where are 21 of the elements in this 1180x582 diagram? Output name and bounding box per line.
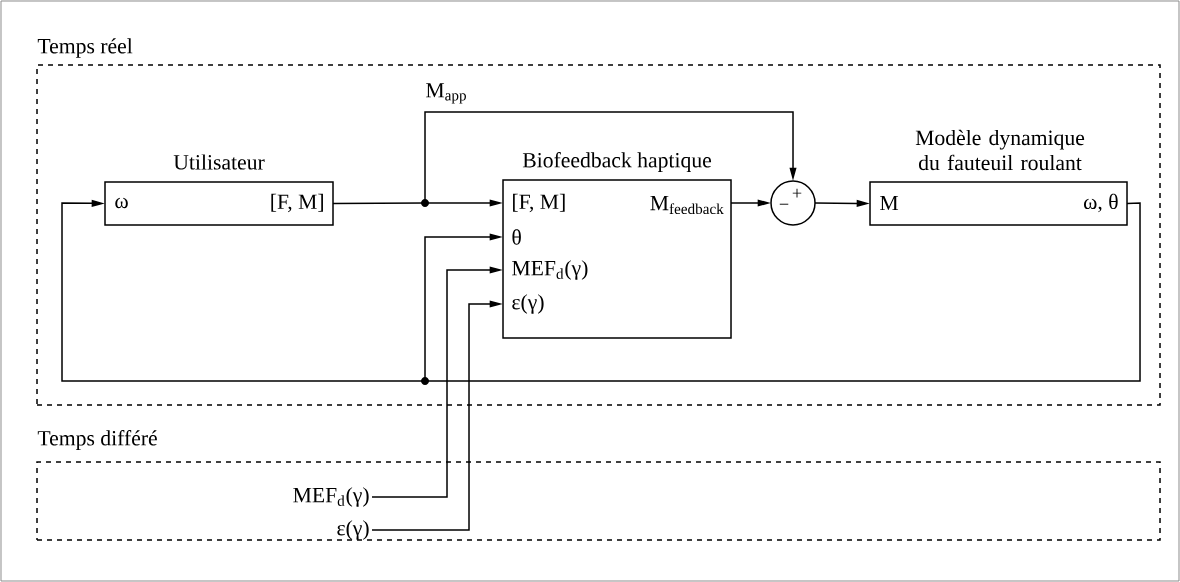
block-box: M ω, θ [869, 181, 1128, 226]
node-label: [F, M] [513, 193, 565, 213]
node-label: MEF$_{d}$(γ) [512, 260, 588, 280]
block-title: Biofeedback haptique [522, 152, 712, 172]
node-label: [F, M] [271, 193, 323, 213]
block-box: [F, M] M$_{feedback}$ θ MEF$_{d}$(γ) ε(γ) [502, 179, 732, 339]
node-label: M$_{feedback}$ [650, 195, 724, 215]
edge-label: M$_{app}$ [426, 83, 466, 104]
node-label: M [880, 195, 899, 211]
region-title: Temps réel [37, 38, 133, 58]
region-title: Temps différé [37, 430, 157, 450]
node-label: ω, θ [1083, 193, 1118, 213]
node-label: ω [115, 197, 128, 209]
block-title: Modèle dynamique du fauteuil roulant [915, 129, 1085, 171]
signal-label: ε(γ) [337, 520, 369, 540]
block-box: ω [F, M] [104, 181, 334, 226]
signal-label: MEF$_{d}$(γ) [293, 487, 369, 507]
summing-junction: + − [770, 180, 816, 226]
node-label: ε(γ) [512, 294, 544, 314]
block-title: Utilisateur [173, 154, 265, 170]
node-label: θ [512, 229, 521, 245]
